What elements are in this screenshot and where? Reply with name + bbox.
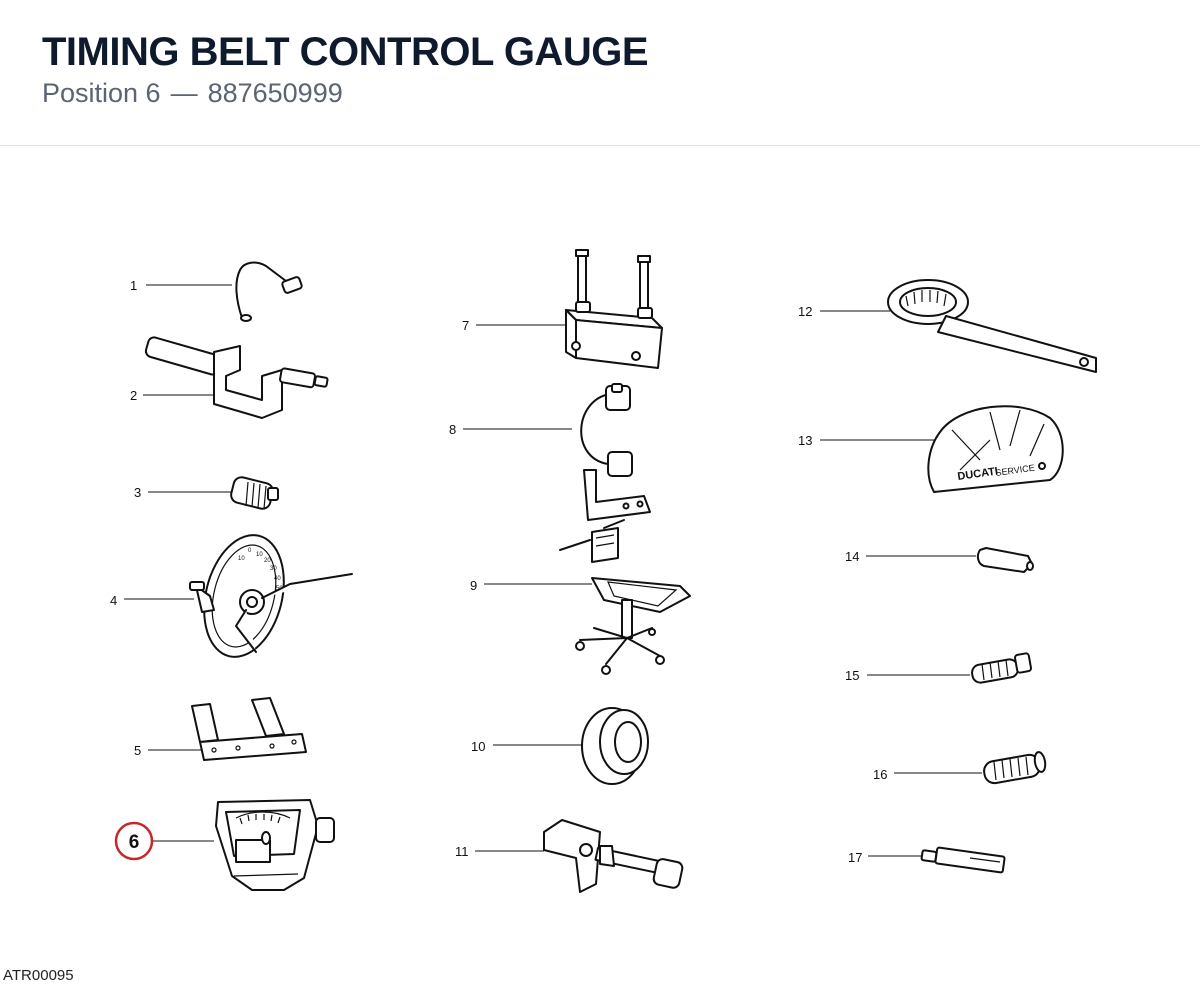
tool-8-c-clamp-drawing — [580, 383, 651, 521]
tool-14-tapered-pin-drawing — [976, 547, 1034, 573]
callout-label: 1 — [130, 278, 137, 293]
dial-number: 30 — [270, 566, 277, 572]
callout-label: 12 — [798, 304, 812, 319]
callout-label: 9 — [470, 578, 477, 593]
callout-7[interactable]: 7 — [462, 318, 566, 333]
callout-label: 4 — [110, 593, 117, 608]
tool-11-bolt-block-drawing — [543, 819, 684, 893]
callout-17[interactable]: 17 — [848, 850, 922, 865]
tool-1-bent-rod-drawing — [235, 261, 303, 322]
tool-7-pin-bracket-drawing — [565, 249, 663, 369]
tool-3-sleeve-drawing — [230, 476, 279, 510]
tool-6-timing-belt-gauge-drawing — [215, 799, 335, 891]
selected-callout-label: 6 — [129, 832, 140, 853]
callout-10[interactable]: 10 — [471, 739, 584, 754]
position-label: Position 6 — [42, 78, 161, 108]
callout-label: 3 — [134, 485, 141, 500]
callout-label: 5 — [134, 743, 141, 758]
tool-15-knurled-adapter-drawing — [971, 652, 1032, 684]
callout-13[interactable]: 13 — [798, 433, 936, 448]
callout-label: 10 — [471, 739, 485, 754]
callout-8[interactable]: 8 — [449, 422, 572, 437]
callout-label: 8 — [449, 422, 456, 437]
tool-10-ring-drawing — [581, 707, 649, 785]
tool-4-degree-wheel-drawing: 10 0 10 20 30 40 50 — [189, 534, 353, 658]
callout-label: 15 — [845, 668, 859, 683]
callout-label: 2 — [130, 388, 137, 403]
callout-label: 7 — [462, 318, 469, 333]
drawing-code: ATR00095 — [3, 967, 74, 984]
callout-1[interactable]: 1 — [130, 278, 232, 293]
page-subtitle: Position 6 — 887650999 — [42, 78, 343, 109]
callout-15[interactable]: 15 — [845, 668, 970, 683]
tool-5-fork-plate-drawing — [191, 697, 307, 761]
dial-number: 40 — [274, 576, 281, 582]
callout-label: 14 — [845, 549, 859, 564]
tool-2-frame-drawing — [144, 336, 329, 419]
dial-number: 20 — [264, 558, 271, 564]
tool-9-stand-drawing — [559, 519, 691, 675]
part-number: 887650999 — [207, 78, 343, 108]
callout-9[interactable]: 9 — [470, 578, 592, 593]
callout-2[interactable]: 2 — [130, 388, 214, 403]
dial-number: 0 — [248, 548, 252, 554]
bag-brand-text: DUCATI — [957, 465, 999, 483]
page-title: TIMING BELT CONTROL GAUGE — [42, 30, 649, 74]
subtitle-separator: — — [170, 78, 198, 108]
callout-14[interactable]: 14 — [845, 549, 976, 564]
callout-5[interactable]: 5 — [134, 743, 204, 758]
tool-16-knurled-grip-drawing — [983, 751, 1047, 785]
tool-13-service-bag-drawing: DUCATI SERVICE — [927, 405, 1064, 493]
callout-3[interactable]: 3 — [134, 485, 232, 500]
dial-number: 10 — [238, 556, 245, 562]
tool-17-drift-pin-drawing — [920, 846, 1006, 874]
callout-label: 16 — [873, 767, 887, 782]
callout-4[interactable]: 4 — [110, 593, 194, 608]
dial-number: 10 — [256, 552, 263, 558]
callout-6-selected[interactable]: 6 — [114, 821, 214, 861]
selected-callout-ring — [114, 821, 154, 861]
callout-11[interactable]: 11 — [455, 844, 544, 859]
callout-16[interactable]: 16 — [873, 767, 982, 782]
header: TIMING BELT CONTROL GAUGE Position 6 — 887… — [0, 0, 1200, 146]
callout-12[interactable]: 12 — [798, 304, 890, 319]
callout-label: 17 — [848, 850, 862, 865]
callout-label: 13 — [798, 433, 812, 448]
callout-label: 11 — [455, 844, 469, 859]
tool-12-spanner-drawing — [887, 279, 1097, 373]
